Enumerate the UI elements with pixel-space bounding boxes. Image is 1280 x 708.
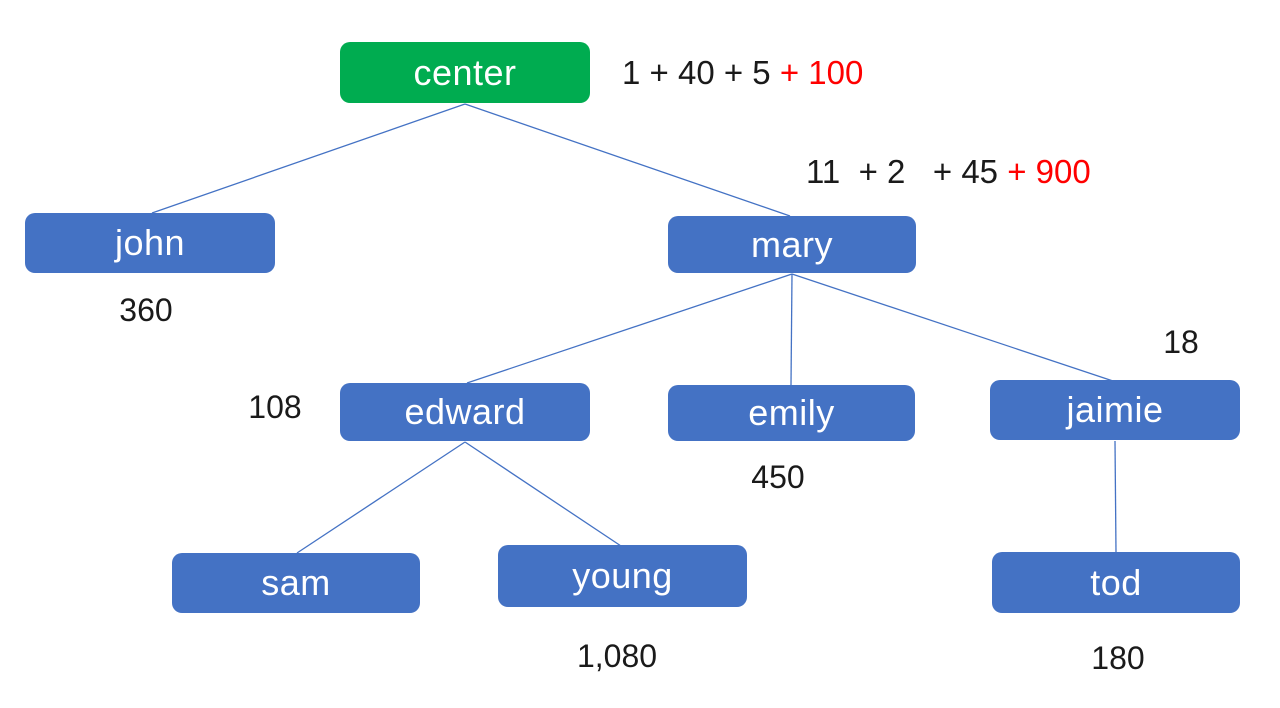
annotation-mary-sum-black: 11 + 2 + 45 bbox=[806, 153, 1008, 190]
edge-mary-jaimie bbox=[791, 273, 1114, 382]
edge-center-mary bbox=[464, 103, 791, 217]
annotation-mary-sum: 11 + 2 + 45 + 900 bbox=[806, 155, 1091, 188]
annotation-center-sum-black: 1 + 40 + 5 bbox=[622, 54, 780, 91]
node-center-label: center bbox=[413, 51, 517, 93]
node-emily-label: emily bbox=[748, 392, 835, 433]
edge-edward-sam bbox=[296, 441, 466, 554]
annotation-mary-sum-red: + 900 bbox=[1007, 153, 1091, 190]
node-tod-label: tod bbox=[1090, 561, 1142, 603]
node-john-label: john bbox=[114, 222, 186, 263]
annotation-edward-value: 108 bbox=[248, 389, 302, 425]
edge-mary-emily bbox=[790, 273, 793, 386]
annotation-tod-value: 180 bbox=[1091, 640, 1145, 676]
edge-mary-edward bbox=[466, 273, 793, 384]
node-mary-label: mary bbox=[751, 223, 833, 265]
node-tod: tod bbox=[992, 552, 1240, 613]
node-young-label: young bbox=[572, 555, 673, 596]
node-young: young bbox=[498, 545, 747, 607]
node-sam-label: sam bbox=[261, 562, 331, 603]
annotation-center-sum-red: + 100 bbox=[779, 54, 864, 91]
node-edward: edward bbox=[340, 383, 590, 441]
annotation-center-sum: 1 + 40 + 5 + 100 bbox=[622, 56, 863, 89]
edge-edward-young bbox=[464, 441, 622, 547]
edge-jaimie-tod bbox=[1114, 440, 1117, 553]
node-john: john bbox=[25, 213, 275, 273]
edge-center-john bbox=[151, 103, 466, 214]
node-sam: sam bbox=[172, 553, 420, 613]
node-mary: mary bbox=[668, 216, 916, 273]
annotation-young-value: 1,080 bbox=[576, 638, 658, 674]
node-edward-label: edward bbox=[404, 391, 526, 432]
node-center: center bbox=[340, 42, 590, 103]
node-jaimie-label: jaimie bbox=[1066, 389, 1164, 430]
node-jaimie: jaimie bbox=[990, 380, 1240, 440]
node-emily: emily bbox=[668, 385, 915, 441]
annotation-jaimie-value: 18 bbox=[1163, 324, 1199, 360]
annotation-john-value: 360 bbox=[119, 292, 173, 328]
annotation-emily-value: 450 bbox=[751, 459, 805, 495]
